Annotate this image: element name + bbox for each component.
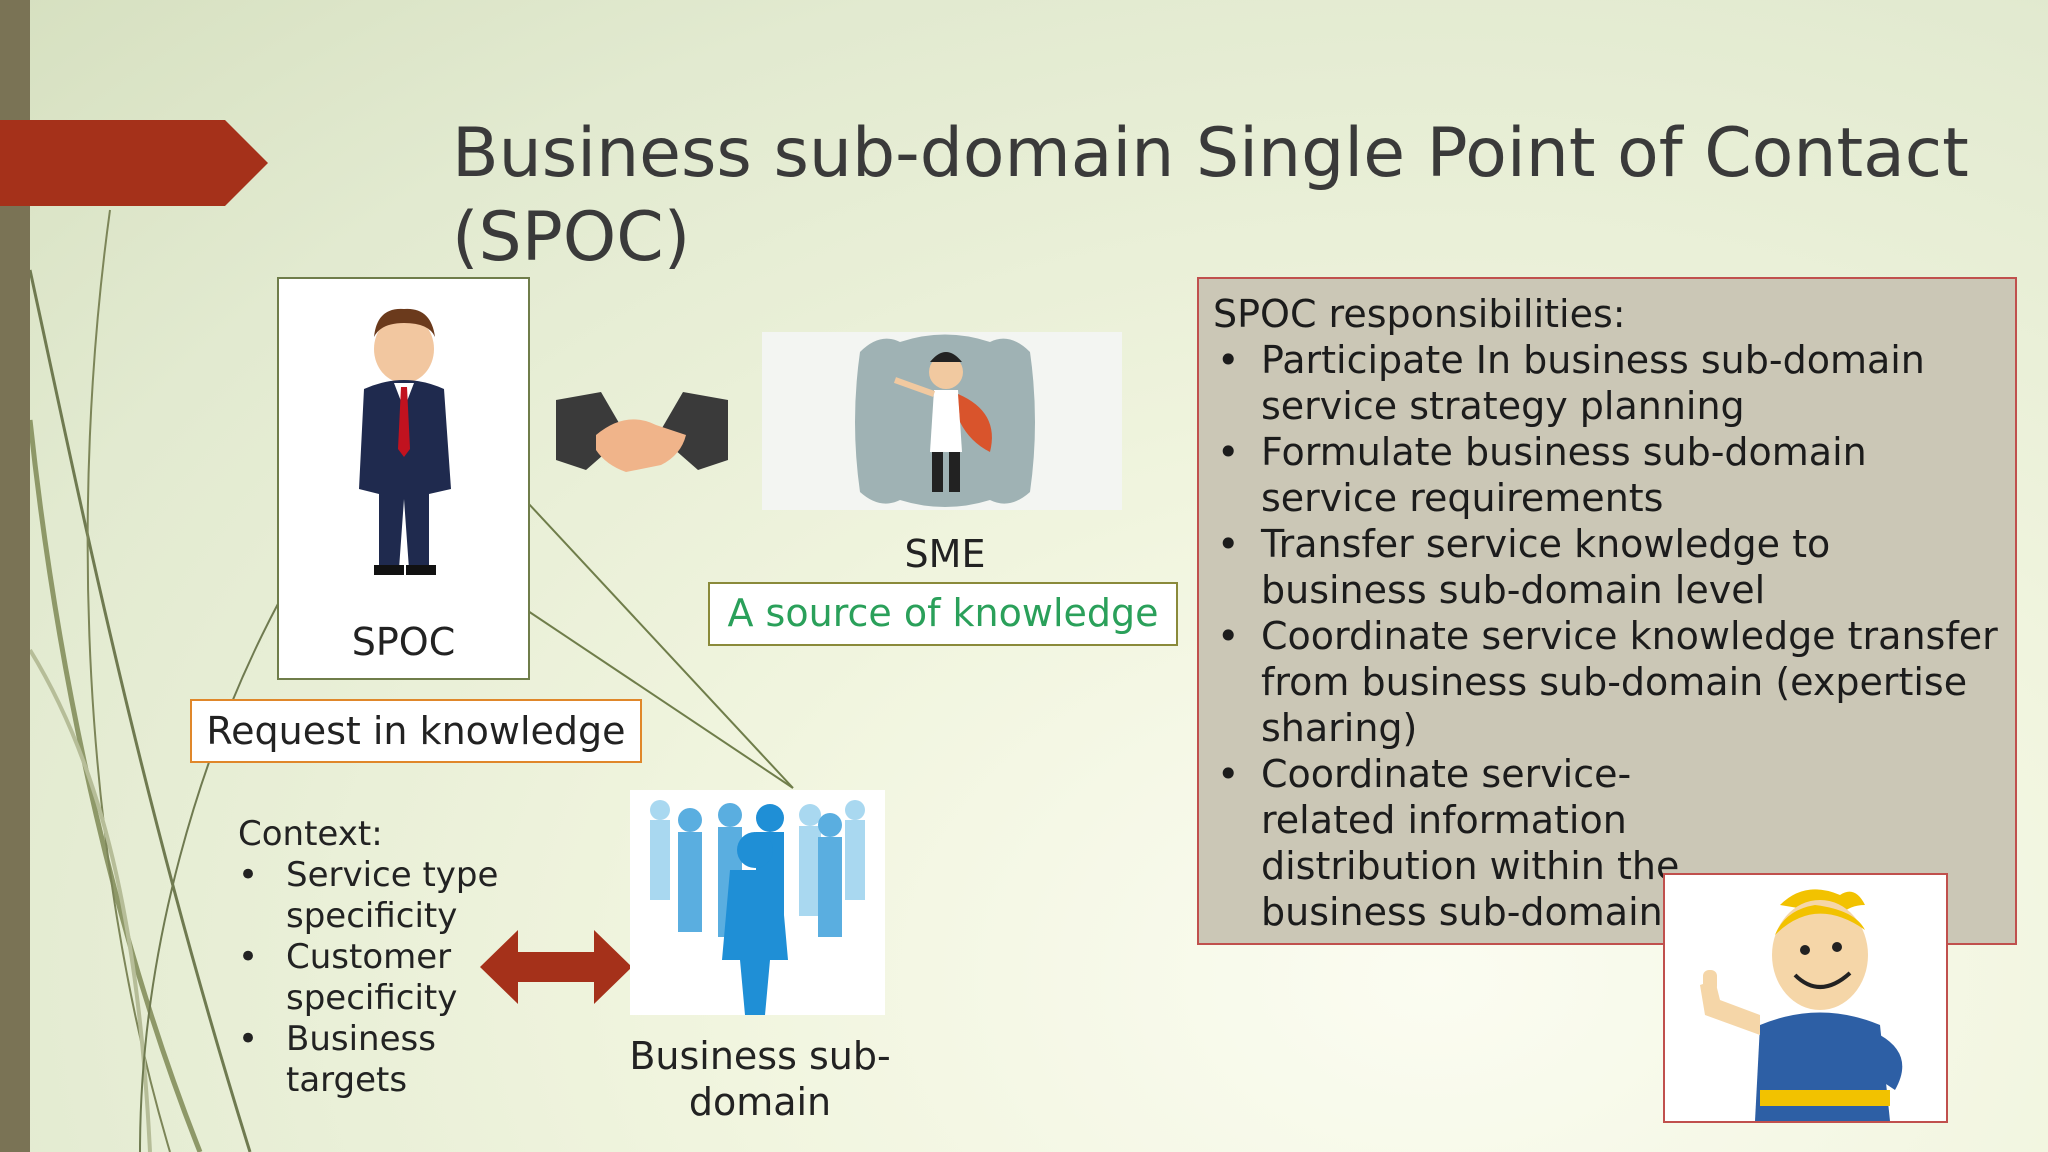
responsibilities-box: SPOC responsibilities: Participate In bu… [1197, 277, 2017, 945]
responsibility-item: Formulate business sub-domain service re… [1213, 429, 2001, 521]
double-arrow-icon [480, 930, 632, 1004]
responsibility-item: Coordinate service-related information d… [1213, 751, 2001, 935]
context-list: Context: Service type specificity Custom… [238, 814, 528, 1101]
businessman-icon [359, 308, 451, 575]
business-subdomain-label: Business sub-domain [629, 1034, 891, 1124]
request-box: Request in knowledge [190, 699, 642, 763]
spoc-frame [277, 277, 530, 680]
sme-image [762, 332, 1122, 510]
context-item: Customer specificity [238, 937, 528, 1019]
spoc-label: SPOC [351, 620, 456, 664]
context-item: Business targets [238, 1019, 528, 1101]
knowledge-source-box: A source of knowledge [708, 582, 1178, 646]
title-arrow-icon [0, 120, 268, 206]
context-item: Service type specificity [238, 855, 528, 937]
responsibility-item: Participate In business sub-domain servi… [1213, 337, 2001, 429]
thumbs-up-boy-icon [1700, 889, 1903, 1121]
context-heading: Context: [238, 814, 383, 854]
handshake-icon [556, 392, 728, 472]
responsibilities-heading: SPOC responsibilities: [1213, 292, 1626, 336]
responsibility-item: Transfer service knowledge to business s… [1213, 521, 2001, 613]
sme-label: SME [904, 532, 986, 576]
slide-title: Business sub-domain Single Point of Cont… [452, 114, 1969, 277]
thumbs-up-image [1663, 873, 1948, 1123]
superhero-sme-icon [855, 334, 1035, 507]
responsibility-item: Coordinate service knowledge transfer fr… [1213, 613, 2001, 751]
crowd-image [630, 790, 885, 1015]
crowd-icon [650, 800, 865, 1015]
